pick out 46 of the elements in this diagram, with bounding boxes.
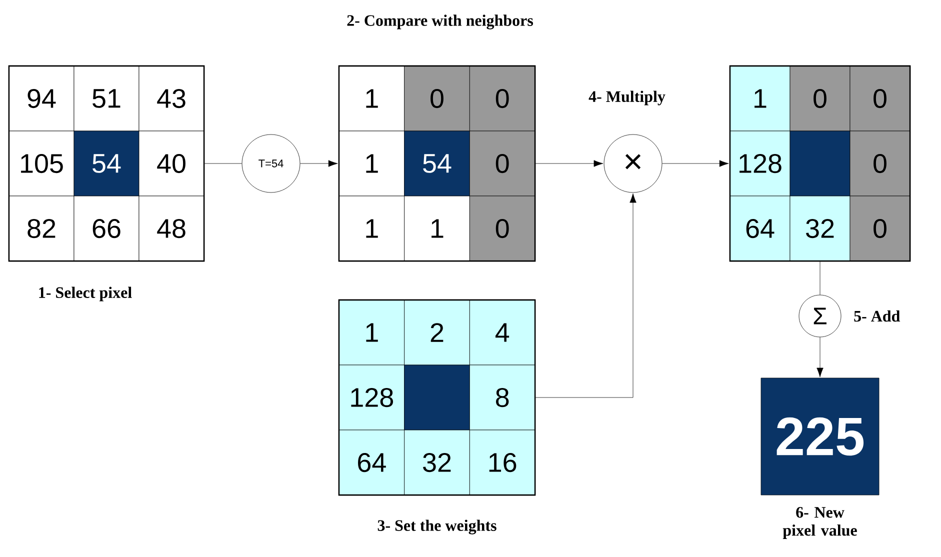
- step-caption: 2- Compare with neighbors: [347, 14, 533, 30]
- grid-cell: 16: [469, 430, 536, 496]
- arrow: [816, 337, 824, 378]
- grid-cell: 128: [730, 130, 790, 196]
- grid-cell: 94: [8, 66, 74, 132]
- grid-cell: 54: [404, 130, 470, 196]
- grid-cell: 1: [338, 196, 405, 262]
- grid-cell: 128: [338, 364, 405, 430]
- grid-cell: 2: [404, 300, 470, 366]
- grid-cell: 1: [338, 66, 405, 132]
- grid-cell: 0: [850, 196, 910, 262]
- grid-cell: 0: [469, 196, 536, 262]
- grid-cell: 40: [138, 130, 204, 196]
- step-caption: 1- Select pixel: [39, 286, 132, 302]
- arrow: [662, 160, 729, 167]
- grid-cell: 64: [730, 196, 790, 262]
- grid-cell: 0: [404, 66, 470, 132]
- grid-cell: 82: [8, 196, 74, 262]
- grid-cell: 0: [469, 130, 536, 196]
- grid-cell: 0: [850, 130, 910, 196]
- grid-cell: 1: [404, 196, 470, 262]
- grid-cell: 66: [74, 196, 140, 262]
- arrow: [535, 160, 604, 167]
- grid-cell: 8: [469, 364, 536, 430]
- grid-cell: 51: [74, 66, 140, 132]
- grid-cell: 43: [138, 66, 204, 132]
- step-caption: 4- Multiply: [588, 90, 666, 106]
- grid-cell: 105: [8, 130, 74, 196]
- grid-cell: 32: [404, 430, 470, 496]
- grid-cell: 0: [850, 66, 910, 132]
- grid-cell: 1: [730, 66, 790, 132]
- step-caption: 6- New pixel value: [782, 507, 857, 539]
- arrow: [300, 160, 338, 167]
- step-caption: 5- Add: [854, 310, 900, 322]
- arrow: [535, 193, 636, 398]
- grid-cell: 32: [790, 196, 850, 262]
- grid-cell: 0: [469, 66, 536, 132]
- grid-cell: 1: [338, 130, 405, 196]
- grid-cell: 64: [338, 430, 405, 496]
- grid-cell: 54: [74, 130, 140, 196]
- result-box: 225: [760, 378, 880, 496]
- grid-cell: 48: [138, 196, 204, 262]
- step-caption: 3- Set the weights: [378, 520, 496, 534]
- grid-cell: 4: [469, 300, 536, 366]
- grid-cell: 1: [338, 300, 405, 366]
- grid-cell: 0: [790, 66, 850, 132]
